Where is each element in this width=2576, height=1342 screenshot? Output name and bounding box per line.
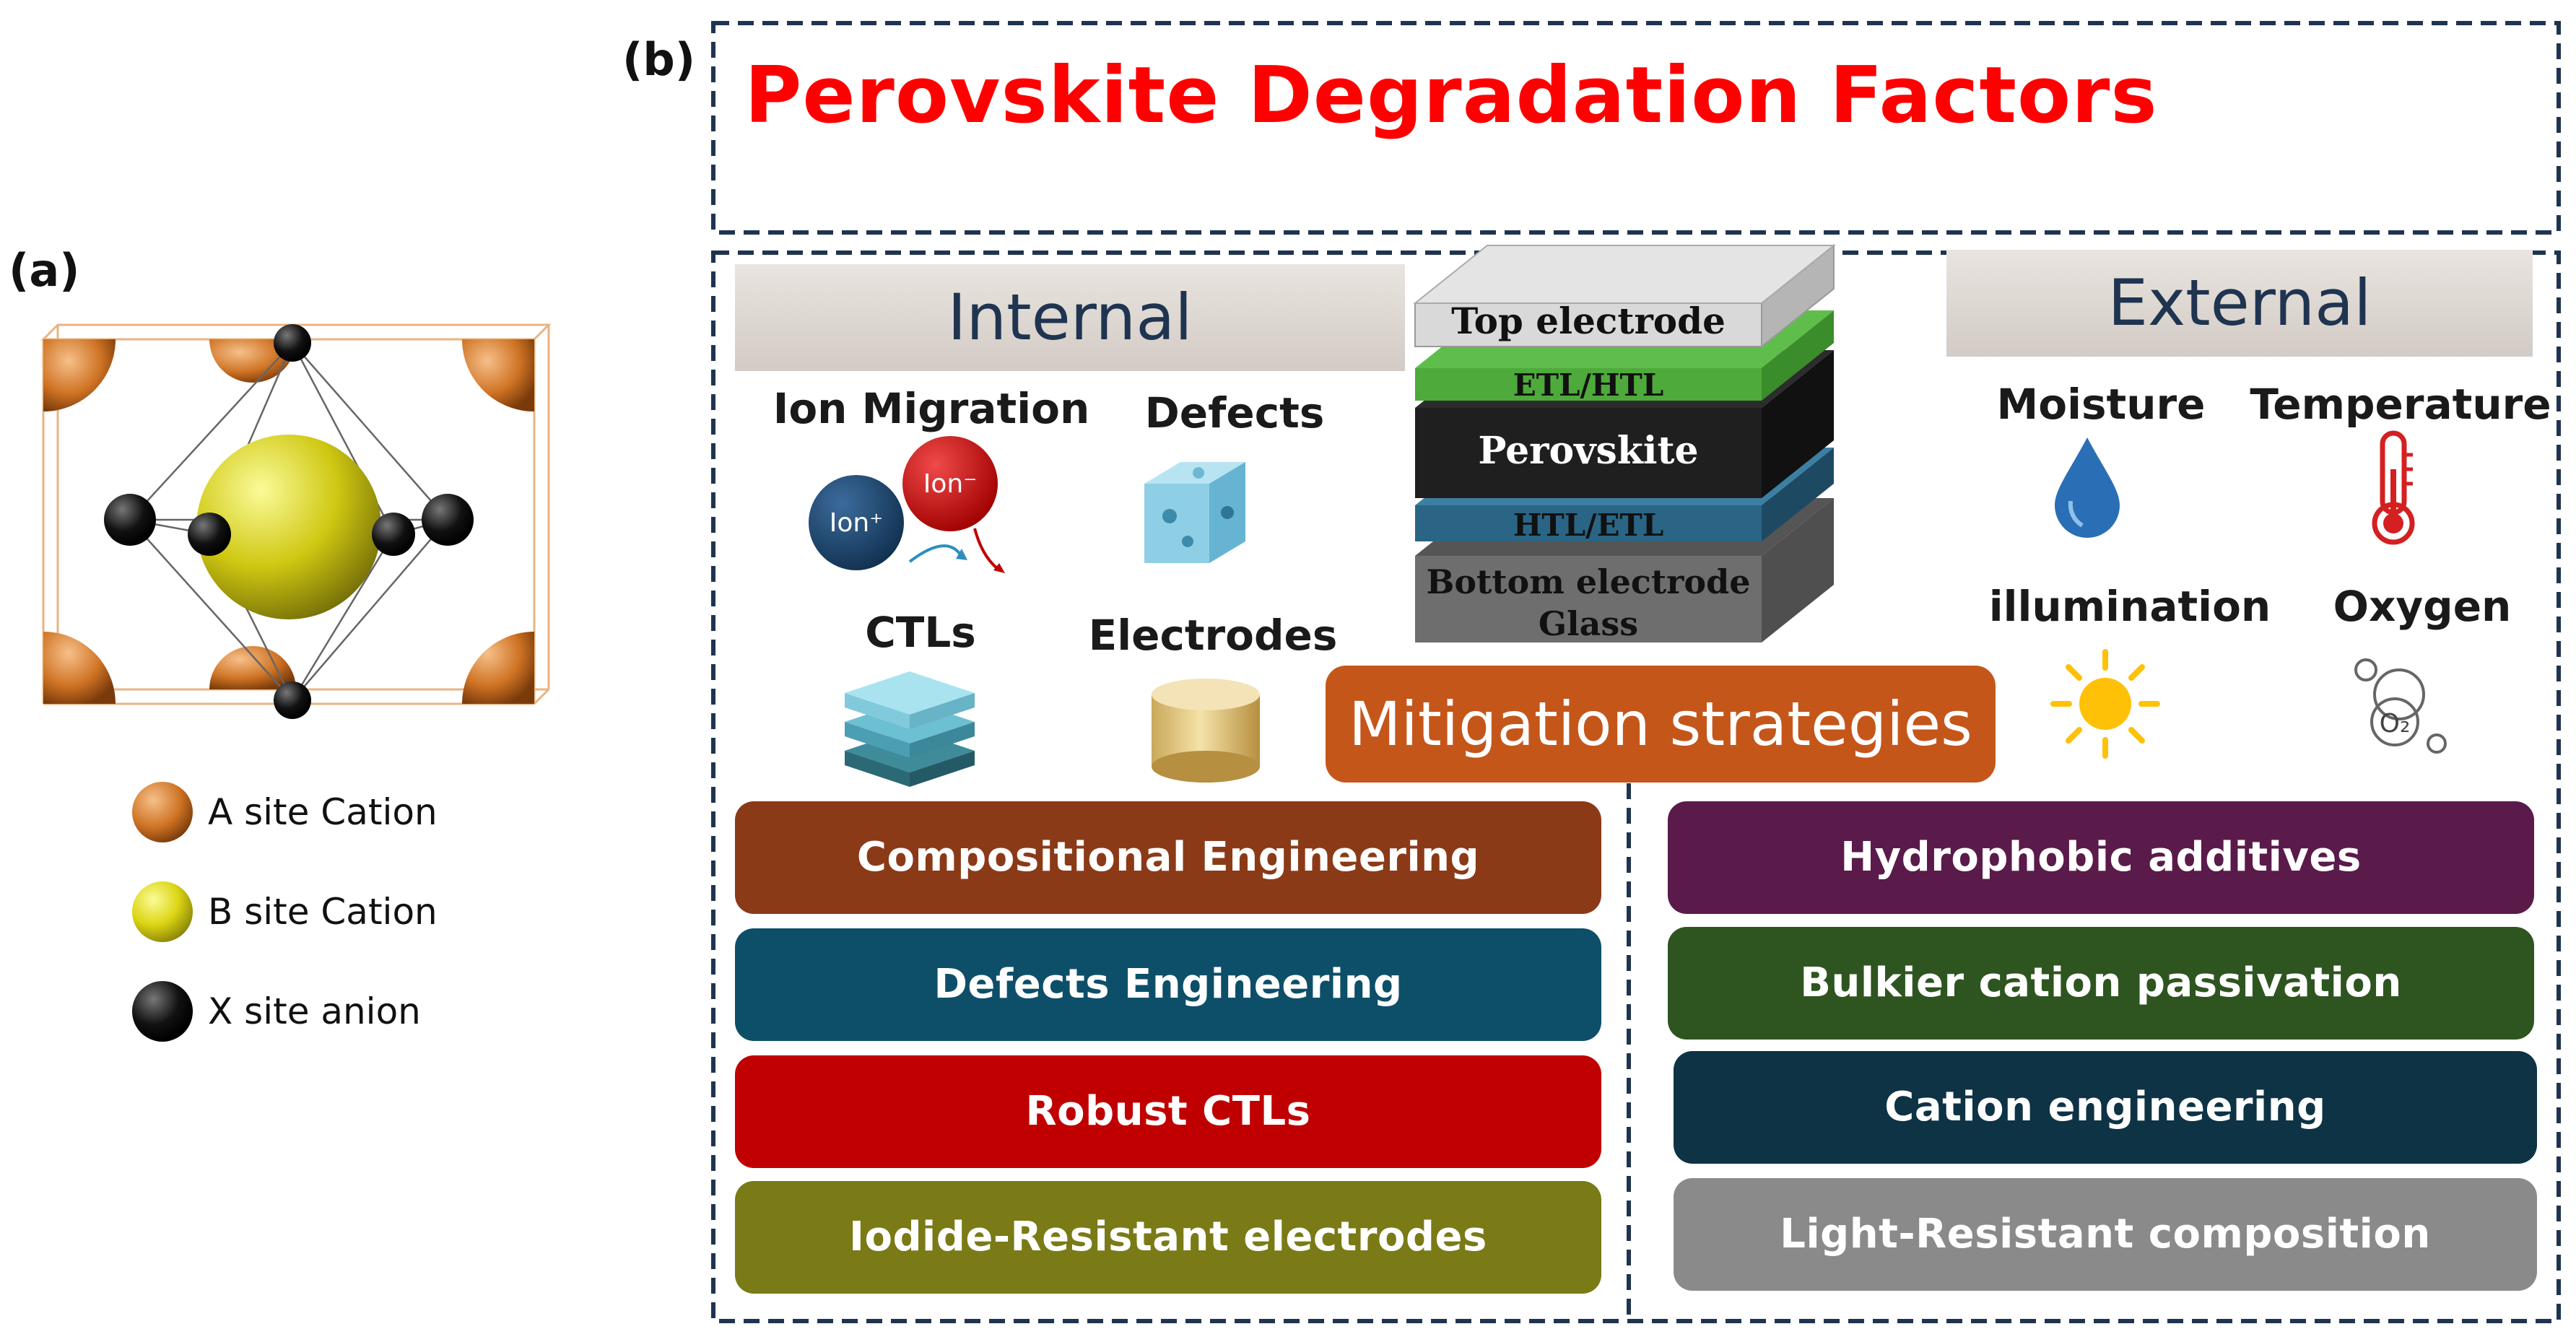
oxygen-symbol: O₂ xyxy=(2380,709,2411,738)
ctls-stack-icon xyxy=(845,671,975,787)
external-header: External xyxy=(1946,250,2533,357)
factor-oxygen: Oxygen xyxy=(2333,582,2512,631)
factor-ion-migration: Ion Migration xyxy=(773,384,1090,433)
thermometer-icon xyxy=(2372,430,2415,545)
strategy-light-resistant-composition: Light-Resistant composition xyxy=(1674,1178,2537,1291)
layer-etl-htl: ETL/HTL xyxy=(1513,367,1664,403)
perovskite-crystal-structure xyxy=(40,323,552,719)
factor-temperature: Temperature xyxy=(2250,380,2551,429)
strategy-cation-engineering: Cation engineering xyxy=(1674,1051,2537,1164)
strategy-compositional-engineering: Compositional Engineering xyxy=(735,801,1601,914)
strategy-iodide-resistant-electrodes: Iodide-Resistant electrodes xyxy=(735,1181,1601,1294)
panel-b-label: (b) xyxy=(622,33,696,86)
legend-a-site: A site Cation xyxy=(130,780,438,845)
legend-label: B site Cation xyxy=(208,891,438,933)
device-stack: Top electrode ETL/HTL Perovskite HTL/ETL… xyxy=(1413,243,1836,643)
ion-negative-label: Ion⁻ xyxy=(923,469,977,499)
page-title: Perovskite Degradation Factors xyxy=(744,51,2158,141)
layer-top-electrode: Top electrode xyxy=(1451,300,1726,342)
internal-header: Internal xyxy=(735,264,1405,371)
legend-label: X site anion xyxy=(208,990,421,1032)
strategy-hydrophobic-additives: Hydrophobic additives xyxy=(1668,801,2534,914)
factor-moisture: Moisture xyxy=(1996,380,2206,429)
electrode-cylinder-icon xyxy=(1152,679,1260,783)
panel-a-label: (a) xyxy=(9,244,80,297)
ion-migration-icon: Ion⁺ Ion⁻ xyxy=(809,436,1005,573)
b-site-cation-swatch xyxy=(132,881,193,942)
legend-x-site: X site anion xyxy=(130,979,421,1044)
strategy-bulkier-cation-passivation: Bulkier cation passivation xyxy=(1668,927,2534,1040)
layer-glass: Glass xyxy=(1539,604,1638,643)
strategy-robust-ctls: Robust CTLs xyxy=(735,1055,1601,1168)
factor-electrodes: Electrodes xyxy=(1088,611,1338,660)
strategy-defects-engineering: Defects Engineering xyxy=(735,928,1601,1041)
factor-defects: Defects xyxy=(1144,388,1325,437)
layer-perovskite: Perovskite xyxy=(1478,429,1698,473)
defects-cube-icon xyxy=(1144,462,1245,563)
water-drop-icon xyxy=(2055,437,2120,538)
ion-positive-label: Ion⁺ xyxy=(830,508,883,538)
legend-b-site: B site Cation xyxy=(130,879,438,944)
sun-icon xyxy=(2050,649,2160,759)
factor-illumination: illumination xyxy=(1988,582,2271,631)
oxygen-icon: O₂ xyxy=(2354,658,2447,754)
layer-htl-etl: HTL/ETL xyxy=(1513,507,1664,543)
a-site-cation-swatch xyxy=(132,782,193,842)
mitigation-strategies-banner: Mitigation strategies xyxy=(1326,666,1996,783)
layer-bottom-electrode: Bottom electrode xyxy=(1426,562,1750,601)
factor-ctls: CTLs xyxy=(865,608,976,657)
x-site-anion-swatch xyxy=(132,981,193,1042)
legend-label: A site Cation xyxy=(208,791,438,833)
